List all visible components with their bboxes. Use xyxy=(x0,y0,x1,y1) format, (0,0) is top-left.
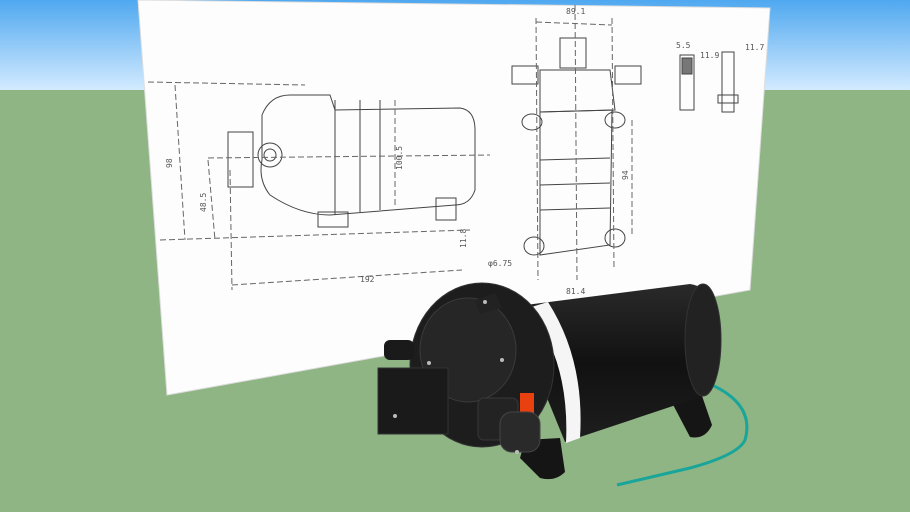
inlet-port xyxy=(384,340,414,360)
screw xyxy=(515,450,519,454)
motor-cylinder xyxy=(510,284,721,442)
dim-fitting-c: 5.5 xyxy=(676,41,691,50)
dim-height: 98 xyxy=(165,158,174,168)
dim-foot: 11.8 xyxy=(459,229,468,248)
hose-barb xyxy=(499,411,541,453)
screw xyxy=(483,300,487,304)
screw xyxy=(393,414,397,418)
dim-axis-height: 48.5 xyxy=(199,193,208,212)
fitting-detail-drawings xyxy=(679,51,739,113)
top-tab xyxy=(475,293,502,314)
dim-fitting-b: 11.9 xyxy=(700,51,719,60)
dim-diameter: 100.5 xyxy=(395,146,404,170)
side-view-drawing xyxy=(147,81,491,291)
screw xyxy=(427,361,431,365)
pump-3d-model[interactable] xyxy=(377,282,749,487)
dim-hole: φ6.75 xyxy=(488,259,512,268)
dim-fitting-a: 11.7 xyxy=(745,43,764,52)
motor-end-cap xyxy=(684,283,722,397)
dim-length: 192 xyxy=(360,275,375,284)
dimension-labels: 98 48.5 192 11.8 100.5 94 φ6.75 89.1 81.… xyxy=(165,7,764,296)
dim-mount-spacing: 94 xyxy=(621,170,630,180)
front-view-drawing xyxy=(511,4,642,281)
control-box xyxy=(377,367,449,435)
green-wire xyxy=(616,383,749,487)
white-band xyxy=(528,302,581,443)
dim-width-top: 89.1 xyxy=(566,7,585,16)
screw xyxy=(500,358,504,362)
dim-width-bottom: 81.4 xyxy=(566,287,585,296)
